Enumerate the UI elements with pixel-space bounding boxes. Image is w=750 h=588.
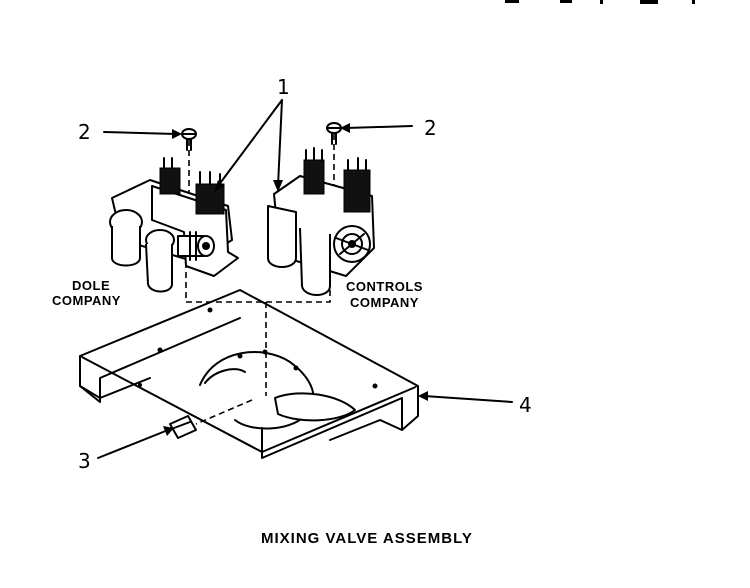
scan-edge-marks <box>505 0 695 4</box>
diagram-title: MIXING VALVE ASSEMBLY <box>261 530 473 547</box>
assembly-guide-lines <box>185 134 335 425</box>
controls-mixing-valve <box>267 147 375 296</box>
screw-left <box>181 128 197 151</box>
callout-1: 1 <box>277 75 290 99</box>
mounting-bracket <box>79 289 419 459</box>
callout-2-right: 2 <box>424 116 437 140</box>
dole-label-line2: COMPANY <box>52 293 121 308</box>
dole-mixing-valve <box>109 157 239 293</box>
screw-right <box>326 122 342 145</box>
dole-label-line1: DOLE <box>72 278 110 293</box>
controls-label-line2: COMPANY <box>350 295 419 310</box>
controls-label-line1: CONTROLS <box>346 279 423 294</box>
retaining-clip <box>169 415 197 439</box>
callout-4: 4 <box>519 393 532 417</box>
leader-lines <box>97 99 513 459</box>
callout-2-left: 2 <box>78 120 91 144</box>
callout-3: 3 <box>78 449 91 473</box>
